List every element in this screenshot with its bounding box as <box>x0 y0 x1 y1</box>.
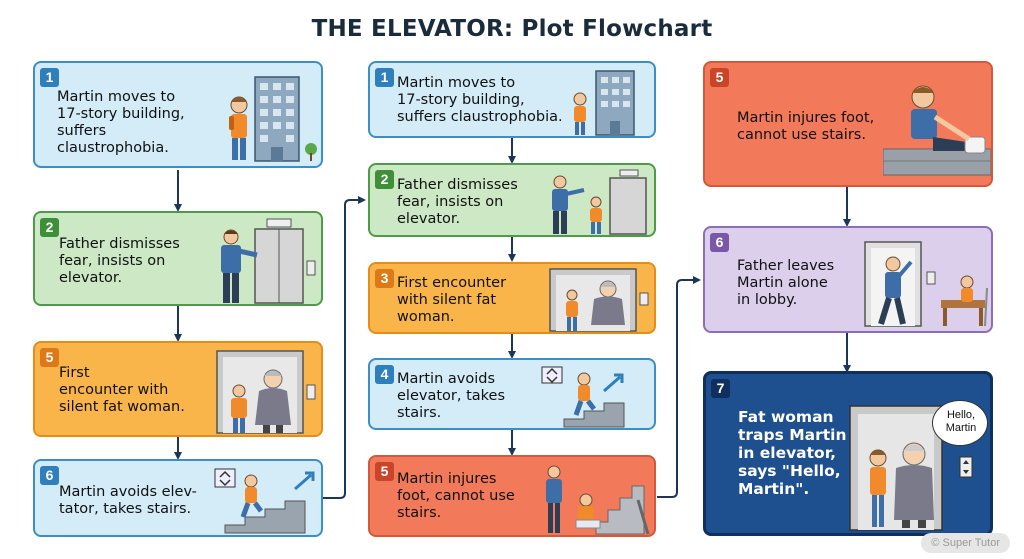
lobby-icon <box>864 241 988 327</box>
step-card-c1-4: 6 Martin avoids elev- tator, takes stair… <box>33 459 323 537</box>
step-number: 1 <box>375 68 394 87</box>
step-card-c3-1: 5 Martin injures foot, cannot use stairs… <box>703 61 993 187</box>
injured-crutch-icon <box>546 465 650 535</box>
step-card-c3-2: 6 Father leaves Martin alone in lobby. <box>703 226 993 333</box>
step-card-c2-2: 2 Father dismisses fear, insists on elev… <box>368 163 656 237</box>
step-number: 7 <box>711 379 730 398</box>
step-text: Father dismisses fear, insists on elevat… <box>397 177 518 227</box>
step-text: First encounter with silent fat woman. <box>397 275 507 325</box>
elevator-woman-icon <box>216 350 316 434</box>
elevator-button-icon <box>959 456 973 478</box>
step-text: Martin injures foot, cannot use stairs. <box>397 471 515 521</box>
step-text: First encounter with silent fat woman. <box>59 365 185 415</box>
stairs-icon <box>214 468 315 534</box>
step-text: Martin injures foot, cannot use stairs. <box>737 110 875 143</box>
step-number: 4 <box>375 365 394 384</box>
step-card-c1-3: 5 First encounter with silent fat woman. <box>33 341 323 437</box>
step-card-c2-3: 3 First encounter with silent fat woman. <box>368 262 656 334</box>
injured-foot-icon <box>883 85 991 176</box>
speech-bubble-text: Hello, Martin <box>945 409 977 434</box>
step-number: 5 <box>375 462 394 481</box>
arrow-c2-c3 <box>657 276 701 498</box>
step-number: 6 <box>710 233 729 252</box>
step-text: Martin avoids elevator, takes stairs. <box>397 371 505 421</box>
step-number: 2 <box>375 170 394 189</box>
step-number: 3 <box>375 269 394 288</box>
step-text: Martin moves to 17-story building, suffe… <box>397 75 563 125</box>
step-card-c2-4: 4 Martin avoids elevator, takes stairs. <box>368 358 656 430</box>
speech-bubble: Hello, Martin <box>932 400 988 446</box>
elevator-trap-icon <box>849 405 943 531</box>
building-boy-icon <box>573 70 635 136</box>
arrow-c1-c2 <box>322 196 366 499</box>
step-card-c3-3: 7 Fat woman traps Martin in elevator, sa… <box>703 371 993 536</box>
step-text: Father dismisses fear, insists on elevat… <box>59 236 180 286</box>
step-number: 5 <box>710 68 729 87</box>
step-text: Fat woman traps Martin in elevator, says… <box>738 408 847 498</box>
step-number: 5 <box>40 348 59 367</box>
father-elevator-icon <box>221 218 316 304</box>
step-number: 6 <box>40 466 59 485</box>
step-card-c1-1: 1 Martin moves to 17-story building, suf… <box>33 61 323 168</box>
watermark: © Super Tutor <box>921 533 1010 553</box>
step-text: Martin avoids elev- tator, takes stairs. <box>59 484 197 517</box>
page-title: THE ELEVATOR: Plot Flowchart <box>311 16 713 42</box>
step-number: 1 <box>40 68 59 87</box>
building-boy-icon <box>229 76 317 162</box>
stairs-icon <box>541 366 625 428</box>
step-card-c2-5: 5 Martin injures foot, cannot use stairs… <box>368 455 656 537</box>
step-text: Father leaves Martin alone in lobby. <box>737 258 835 308</box>
step-number: 2 <box>40 218 59 237</box>
step-card-c2-1: 1 Martin moves to 17-story building, suf… <box>368 61 656 138</box>
elevator-woman-icon <box>549 268 649 332</box>
step-card-c1-2: 2 Father dismisses fear, insists on elev… <box>33 211 323 306</box>
father-elevator-icon <box>552 169 647 235</box>
step-text: Martin moves to 17-story building, suffe… <box>57 89 185 156</box>
